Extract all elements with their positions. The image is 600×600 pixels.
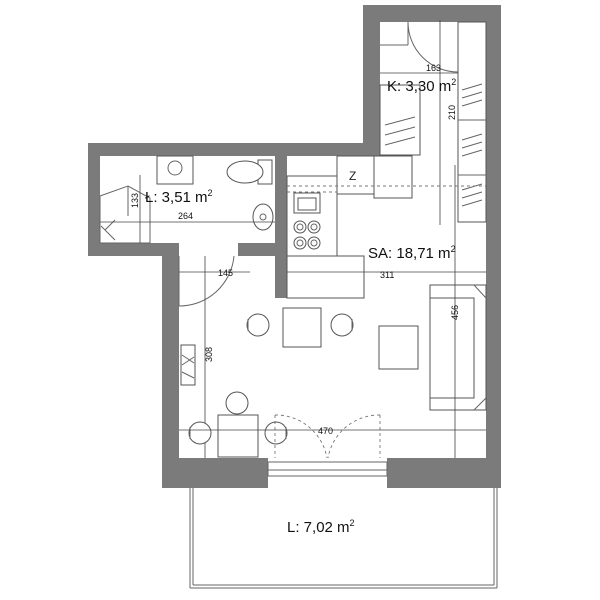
kitchen: Z 163 210 K: 3,30 m2 — [336, 20, 487, 225]
living-width-dim: 311 — [380, 270, 394, 280]
hall-depth-dim: 308 — [204, 347, 214, 362]
bath-width-dim: 264 — [178, 211, 193, 221]
balcony — [189, 488, 498, 589]
balcony-area-label: L: 7,02 m2 — [287, 518, 355, 536]
living-room: 311 456 470 SA: 18,71 m2 — [179, 165, 487, 459]
burner-icon — [307, 236, 321, 250]
balcony-window — [267, 461, 388, 477]
living-depth-dim: 456 — [450, 305, 460, 320]
kitchen-area-label: K: 3,30 m2 — [387, 77, 456, 95]
hall-width-dim: 145 — [218, 268, 233, 278]
bathroom-area-label: Ł: 3,51 m2 — [145, 188, 213, 206]
bath-depth-dim: 133 — [130, 193, 140, 208]
burner-icon — [307, 220, 321, 234]
total-width-dim: 470 — [318, 426, 333, 436]
walls — [88, 5, 501, 488]
burner-icon — [293, 220, 307, 234]
kitchen-depth-dim: 210 — [447, 105, 457, 120]
coat-hanger-icon — [181, 354, 195, 379]
wardrobe-hangers — [458, 83, 486, 207]
living-area-label: SA: 18,71 m2 — [368, 244, 456, 262]
burner-icon — [293, 236, 307, 250]
bathroom: 264 133 Ł: 3,51 m2 — [99, 155, 275, 244]
shower-drain-icon — [100, 219, 116, 241]
kitchen-width-dim: 163 — [426, 63, 441, 73]
fridge-mark: Z — [349, 169, 356, 183]
kitchenette — [286, 175, 486, 299]
